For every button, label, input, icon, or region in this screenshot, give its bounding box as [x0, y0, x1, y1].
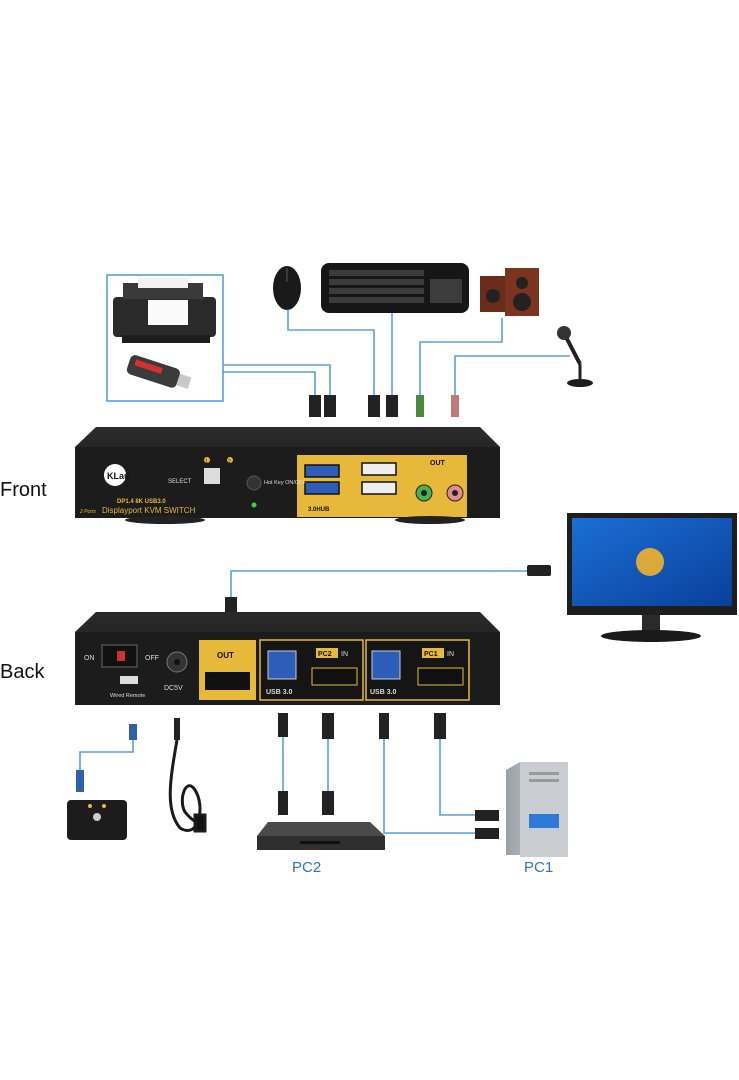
wire-printer — [223, 364, 331, 395]
wire-microphone — [454, 355, 570, 395]
wire-mouse — [287, 310, 375, 395]
keyboard-icon — [321, 263, 469, 313]
mouse-usb-port[interactable] — [361, 462, 397, 476]
pc2-label: PC2 — [292, 859, 321, 876]
dp-out-panel — [199, 640, 256, 700]
wired-remote-port[interactable] — [120, 676, 138, 684]
front-label: Front — [0, 479, 47, 501]
pc2-usb-b-port[interactable] — [267, 650, 297, 680]
status-led — [251, 502, 257, 508]
usb-hub-label: 3.0HUB — [308, 507, 330, 513]
printer-icon — [113, 278, 216, 343]
pc1-dp-in-port[interactable] — [417, 667, 464, 686]
pc2-dp-in-port[interactable] — [311, 667, 358, 686]
usb30-label-pc2: USB 3.0 — [266, 689, 293, 696]
pc2-in-suffix: IN — [341, 651, 348, 658]
front-cable-connectors — [309, 395, 459, 417]
wire-pc1-dp — [439, 738, 475, 816]
wire-pc1-usb — [383, 738, 475, 834]
audio-out-label: OUT — [430, 460, 446, 467]
speakers-icon — [480, 268, 539, 316]
port1-led — [204, 457, 210, 463]
usb3-hub-port-1[interactable] — [304, 464, 340, 478]
usb3-hub-port-2[interactable] — [304, 481, 340, 495]
mini-pc-icon — [257, 822, 385, 850]
pc1-usb-b-port[interactable] — [371, 650, 401, 680]
model-prefix: 2 Ports — [79, 509, 96, 515]
wire-remote — [79, 738, 134, 790]
mouse-icon — [273, 266, 301, 310]
wired-remote-label: Wired Remote — [110, 693, 145, 699]
printer-usb-frame — [106, 274, 224, 402]
kvm-front-panel — [75, 427, 500, 524]
wire-monitor — [230, 570, 528, 600]
dp-out-label: OUT — [217, 651, 234, 660]
select-button[interactable] — [204, 468, 220, 484]
brand-logo-icon — [104, 464, 126, 486]
microphone-icon — [557, 326, 593, 387]
dc-label: DC5V — [164, 685, 183, 692]
wire-usb-drive — [223, 371, 316, 395]
select-label: SELECT — [168, 479, 192, 485]
model-line2: Displayport KVM SWITCH — [102, 506, 196, 515]
back-cable-connectors — [76, 713, 499, 839]
wired-remote-icon — [67, 800, 127, 840]
wire-speakers — [419, 318, 503, 395]
kvm-back-panel — [75, 612, 500, 705]
front-foot-left — [125, 516, 205, 524]
connection-wires — [79, 274, 570, 834]
keyboard-usb-port[interactable] — [361, 481, 397, 495]
usb-flash-drive-icon — [126, 355, 192, 389]
pc1-in-label: PC1 — [424, 651, 438, 658]
usb30-label-pc1: USB 3.0 — [370, 689, 397, 696]
port2-label: 2 — [228, 459, 231, 465]
pc2-in-label: PC2 — [318, 651, 332, 658]
pc1-label: PC1 — [524, 859, 553, 876]
back-label: Back — [0, 661, 45, 683]
hotkey-label: Hot Key ON/OFF — [264, 480, 307, 486]
tower-pc-icon — [506, 762, 568, 857]
port2-led — [227, 457, 233, 463]
front-foot-right — [395, 516, 465, 524]
dp-out-port[interactable] — [205, 672, 250, 690]
pc1-in-suffix: IN — [447, 651, 454, 658]
monitor-dp-connector — [527, 565, 551, 576]
on-label: ON — [84, 655, 95, 662]
off-label: OFF — [145, 655, 159, 662]
hotkey-button[interactable] — [246, 475, 262, 491]
model-line1: DP1.4 8K USB3.0 — [117, 499, 166, 505]
power-adapter-icon — [168, 739, 207, 833]
monitor-icon — [567, 513, 737, 642]
brand-label: KLau — [107, 471, 130, 481]
port1-label: 1 — [205, 459, 208, 465]
